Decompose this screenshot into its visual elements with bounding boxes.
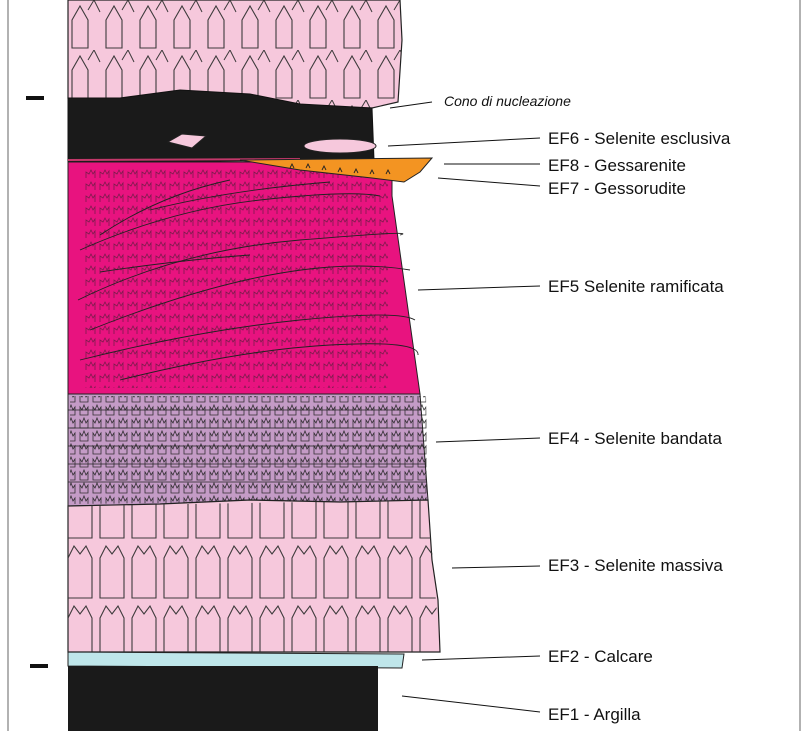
scale-tick-top	[26, 96, 44, 100]
clay-layer	[68, 666, 378, 731]
label-ef7: EF7 - Gessorudite	[548, 180, 686, 197]
label-ef3: EF3 - Selenite massiva	[548, 557, 723, 574]
label-ef2: EF2 - Calcare	[548, 648, 653, 665]
label-ef4: EF4 - Selenite bandata	[548, 430, 722, 447]
selenite-lens-2	[304, 139, 376, 153]
label-ef8: EF8 - Gessarenite	[548, 157, 686, 174]
label-ef6: EF6 - Selenite esclusiva	[548, 130, 730, 147]
label-ef5: EF5 Selenite ramificata	[548, 278, 724, 295]
label-ef1: EF1 - Argilla	[548, 706, 641, 723]
calcare-layer	[68, 652, 404, 668]
label-nucleation-cone: Cono di nucleazione	[444, 94, 571, 108]
scale-tick-bottom	[30, 664, 48, 668]
